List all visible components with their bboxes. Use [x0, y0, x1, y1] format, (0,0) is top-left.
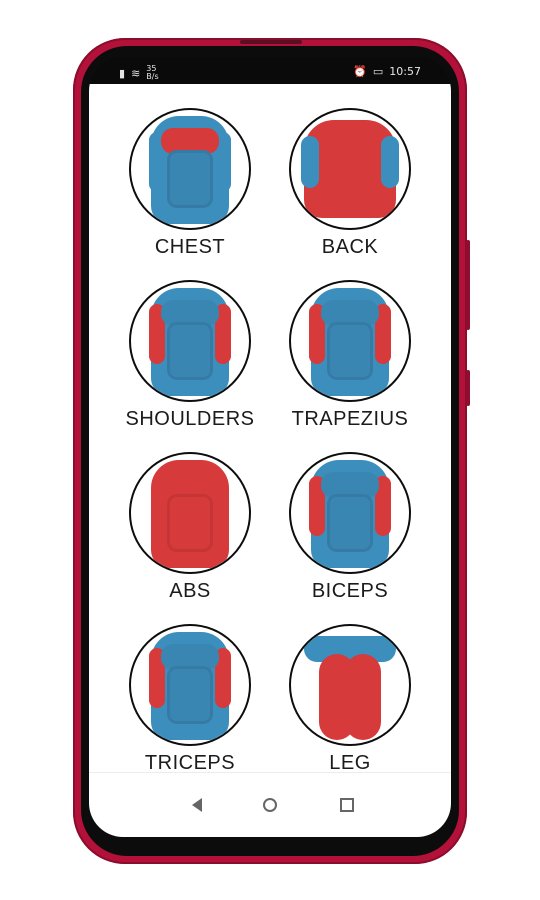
chest-muscle [321, 300, 379, 326]
nav-recents-icon[interactable] [337, 795, 357, 815]
abs-muscle [327, 494, 373, 552]
alarm-icon: ⏰ [353, 65, 367, 78]
muscle-tile-leg[interactable]: LEG [265, 624, 435, 784]
muscle-tile-triceps[interactable]: TRICEPS [105, 624, 275, 784]
leg-icon [289, 624, 411, 746]
arm-right [215, 132, 231, 192]
back-icon [289, 108, 411, 230]
muscle-label: BICEPS [311, 580, 389, 602]
shoulders-icon [129, 280, 251, 402]
triceps-icon [129, 624, 251, 746]
abs-icon [129, 452, 251, 574]
back-muscle [304, 120, 396, 218]
arm-left [309, 304, 325, 364]
muscle-label: TRAPEZIUS [291, 408, 409, 430]
leg-right [345, 654, 381, 740]
status-bar: ▮ ≋ 35 B/s ⏰ ▭ 10:57 [89, 57, 451, 85]
muscle-label: SHOULDERS [125, 408, 255, 430]
power-button [466, 240, 470, 330]
abs-muscle [167, 666, 213, 724]
phone-screen: ▮ ≋ 35 B/s ⏰ ▭ 10:57 CH [89, 57, 451, 837]
legs [291, 626, 409, 744]
battery-icon: ▭ [372, 65, 384, 78]
clock: 10:57 [389, 65, 421, 78]
muscle-tile-biceps[interactable]: BICEPS [265, 452, 435, 612]
abs-muscle [327, 322, 373, 380]
chest-muscle [161, 128, 219, 154]
chest-icon [129, 108, 251, 230]
biceps-icon [289, 452, 411, 574]
chest-muscle [161, 644, 219, 670]
nav-back-icon[interactable] [187, 795, 207, 815]
status-right: ⏰ ▭ 10:57 [353, 65, 421, 78]
status-left: ▮ ≋ 35 B/s [119, 65, 159, 81]
abs-muscle [167, 322, 213, 380]
chest-muscle [161, 300, 219, 326]
arm-right [215, 304, 231, 364]
arm-left [149, 132, 165, 192]
muscle-label: CHEST [154, 236, 226, 258]
muscle-label: TRICEPS [144, 752, 236, 774]
arm-right [375, 476, 391, 536]
muscle-tile-back[interactable]: BACK [265, 108, 435, 268]
volume-button [466, 370, 470, 406]
app-content: CHEST BACK SHOULDERS [89, 84, 451, 804]
wifi-icon: ≋ [131, 66, 141, 80]
arm-left [149, 648, 165, 708]
arm-left [149, 304, 165, 364]
earpiece [240, 40, 302, 44]
muscle-tile-shoulders[interactable]: SHOULDERS [105, 280, 275, 440]
arm-right [381, 136, 399, 188]
muscle-label: ABS [169, 580, 211, 602]
chest-muscle [321, 472, 379, 498]
muscle-label: LEG [329, 752, 371, 774]
system-nav-bar [89, 772, 451, 837]
muscle-tile-chest[interactable]: CHEST [105, 108, 275, 268]
muscle-tile-abs[interactable]: ABS [105, 452, 275, 612]
arm-right [375, 304, 391, 364]
arm-left [309, 476, 325, 536]
arm-right [215, 648, 231, 708]
nav-home-icon[interactable] [260, 795, 280, 815]
muscle-label: BACK [321, 236, 379, 258]
sim-icon: ▮ [119, 66, 126, 80]
abs-muscle [167, 150, 213, 208]
muscle-tile-trapezius[interactable]: TRAPEZIUS [265, 280, 435, 440]
arm-left [301, 136, 319, 188]
trapezius-icon [289, 280, 411, 402]
abs-muscle [167, 494, 213, 552]
network-speed: 35 B/s [146, 64, 159, 81]
